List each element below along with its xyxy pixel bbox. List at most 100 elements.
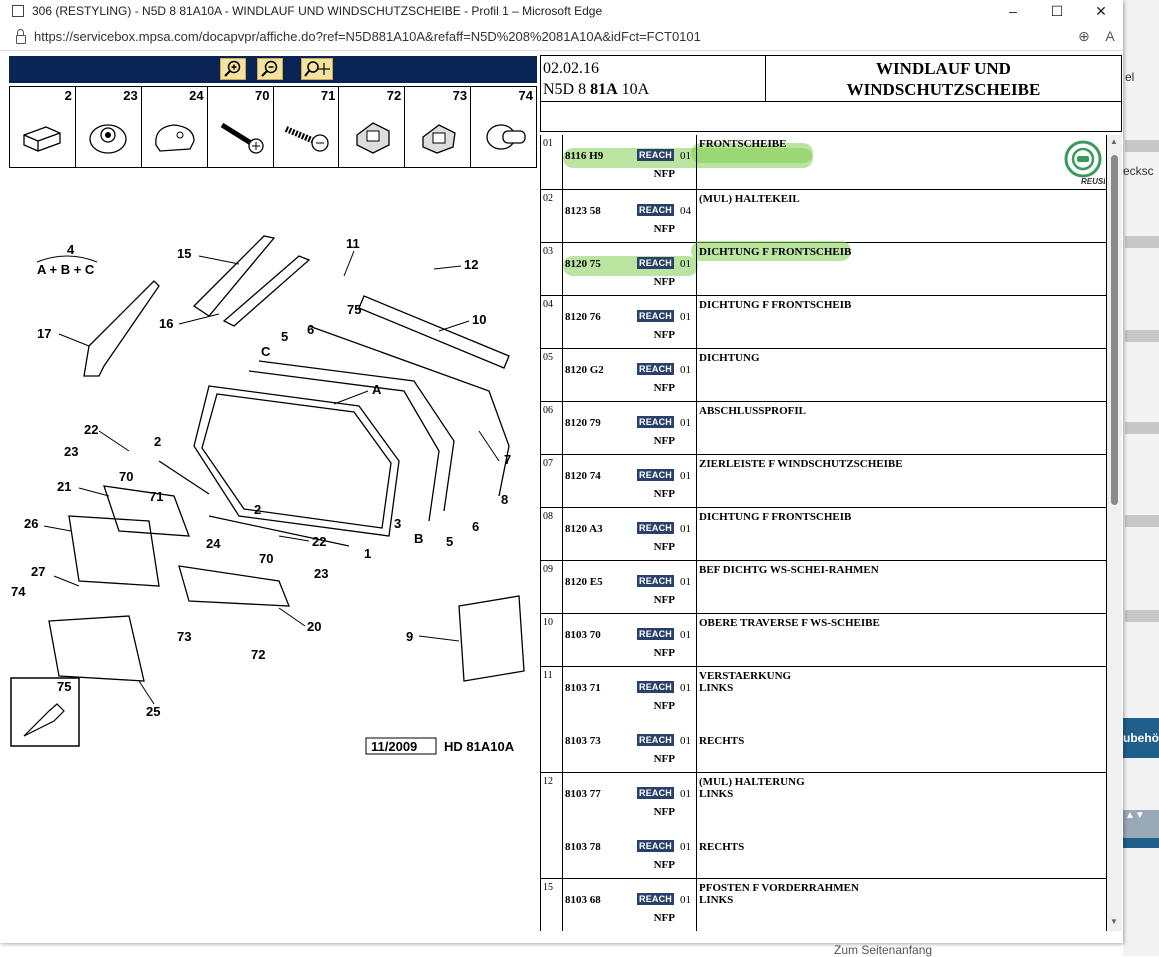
- callout-label: 7: [504, 452, 511, 467]
- part-thumbnail-70[interactable]: 70: [208, 87, 274, 167]
- callout-label: 24: [206, 536, 221, 551]
- background-bar: [1125, 140, 1159, 152]
- callout-label: 21: [57, 479, 71, 494]
- back-to-top-link[interactable]: Zum Seitenanfang: [834, 943, 933, 957]
- quantity: 01: [680, 576, 691, 588]
- part-drawing: [356, 122, 391, 154]
- part-description: (MUL) HALTEKEIL: [699, 193, 800, 205]
- pan-zoom-button[interactable]: [301, 58, 333, 80]
- leader-line: [278, 535, 310, 542]
- url-field[interactable]: https://servicebox.mpsa.com/docapvpr/aff…: [34, 28, 701, 44]
- part-thumbnail-23[interactable]: 23: [76, 87, 142, 167]
- part-thumbnail-74[interactable]: 74: [471, 87, 536, 167]
- part-number[interactable]: 8120 75: [565, 258, 601, 270]
- part-thumbnail-2[interactable]: 2: [10, 87, 76, 167]
- close-button[interactable]: ✕: [1095, 2, 1107, 19]
- zoom-in-button[interactable]: [220, 58, 246, 80]
- part-description: VERSTAERKUNG: [699, 670, 792, 682]
- part-number[interactable]: 8103 71: [565, 682, 601, 694]
- part-thumbnail-73[interactable]: 73: [405, 87, 472, 167]
- part-drawing: [486, 124, 526, 150]
- part-description: DICHTUNG F FRONTSCHEIB: [699, 511, 852, 523]
- reach-badge: REACH: [637, 681, 675, 693]
- part-number[interactable]: 8103 70: [565, 629, 601, 641]
- part-thumbnail-72[interactable]: 72: [339, 87, 406, 167]
- qty-cell: [676, 455, 697, 507]
- part-number[interactable]: 8103 77: [565, 788, 601, 800]
- highlight-mark: [691, 241, 851, 261]
- part-number[interactable]: 8120 G2: [565, 364, 604, 376]
- title-line-1: WINDLAUF UND: [876, 59, 1011, 78]
- part-thumbnail-number: 70: [255, 88, 270, 103]
- header-reference: N5D 8 81A 10A: [543, 79, 765, 100]
- leader-line: [433, 265, 462, 270]
- zoom-icon[interactable]: ⊕: [1078, 27, 1090, 44]
- part-number[interactable]: 8120 A3: [565, 523, 603, 535]
- leader-line: [43, 525, 72, 532]
- quantity: 01: [680, 523, 691, 535]
- part-number[interactable]: 8120 E5: [565, 576, 603, 588]
- row-number-cell: [541, 773, 563, 878]
- part-description: DICHTUNG: [699, 352, 760, 364]
- part-thumbnail-number: 2: [64, 88, 72, 103]
- leader-line: [178, 313, 220, 325]
- part-number[interactable]: 8103 78: [565, 841, 601, 853]
- callout-label: 5: [281, 329, 288, 344]
- part-description: DICHTUNG F FRONTSCHEIB: [699, 299, 852, 311]
- part-number[interactable]: 8103 68: [565, 894, 601, 906]
- read-aloud-icon[interactable]: A: [1105, 28, 1115, 44]
- part-description: ZIERLEISTE F WINDSCHUTZSCHEIBE: [699, 458, 903, 470]
- maximize-button[interactable]: ☐: [1050, 2, 1064, 19]
- scroll-up-icon[interactable]: ▲: [1110, 137, 1118, 146]
- background-scroll-control[interactable]: ▲▼: [1123, 810, 1159, 848]
- callout-label: 9: [406, 629, 413, 644]
- row-number: 15: [543, 882, 553, 893]
- zoom-out-button[interactable]: [257, 58, 283, 80]
- part-description: BEF DICHTG WS-SCHEI-RAHMEN: [699, 564, 879, 576]
- scroll-down-icon[interactable]: ▼: [1110, 917, 1118, 926]
- quantity: 01: [680, 788, 691, 800]
- background-text: el: [1125, 70, 1135, 84]
- part-thumbnail-24[interactable]: 24: [142, 87, 208, 167]
- leader-line: [58, 333, 90, 347]
- scroll-thumb[interactable]: [1111, 155, 1118, 505]
- part-thumbnail-number: 24: [189, 88, 204, 103]
- callout-label: 5: [446, 534, 453, 549]
- fastener-bag: [458, 595, 525, 682]
- quantity: 01: [680, 735, 691, 747]
- callout-label: 26: [24, 516, 38, 531]
- scrollbar[interactable]: ▲ ▼: [1107, 135, 1122, 931]
- callout-label: 22: [84, 422, 98, 437]
- minimize-button[interactable]: –: [1009, 3, 1017, 19]
- part-thumbnail-71[interactable]: 71: [274, 87, 340, 167]
- trim-part: [222, 255, 311, 327]
- part-number[interactable]: 8116 H9: [565, 150, 604, 162]
- part-number[interactable]: 8120 79: [565, 417, 601, 429]
- exploded-diagram[interactable]: 4 A + B + C 15 11 12 16 17 75 10 6 5 C A…: [9, 176, 537, 766]
- lock-icon[interactable]: [16, 28, 26, 44]
- part-number[interactable]: 8120 76: [565, 311, 601, 323]
- leader-line: [333, 390, 369, 405]
- background-accessories-button[interactable]: ubehö: [1123, 718, 1159, 758]
- part-number[interactable]: 8103 73: [565, 735, 601, 747]
- browser-window: 306 (RESTYLING) - N5D 8 81A10A - WINDLAU…: [0, 2, 1123, 931]
- duct-part: [68, 515, 160, 587]
- reach-badge: REACH: [637, 363, 675, 375]
- part-number[interactable]: 8123 58: [565, 205, 601, 217]
- part-number[interactable]: 8120 74: [565, 470, 601, 482]
- row-number: 06: [543, 405, 553, 416]
